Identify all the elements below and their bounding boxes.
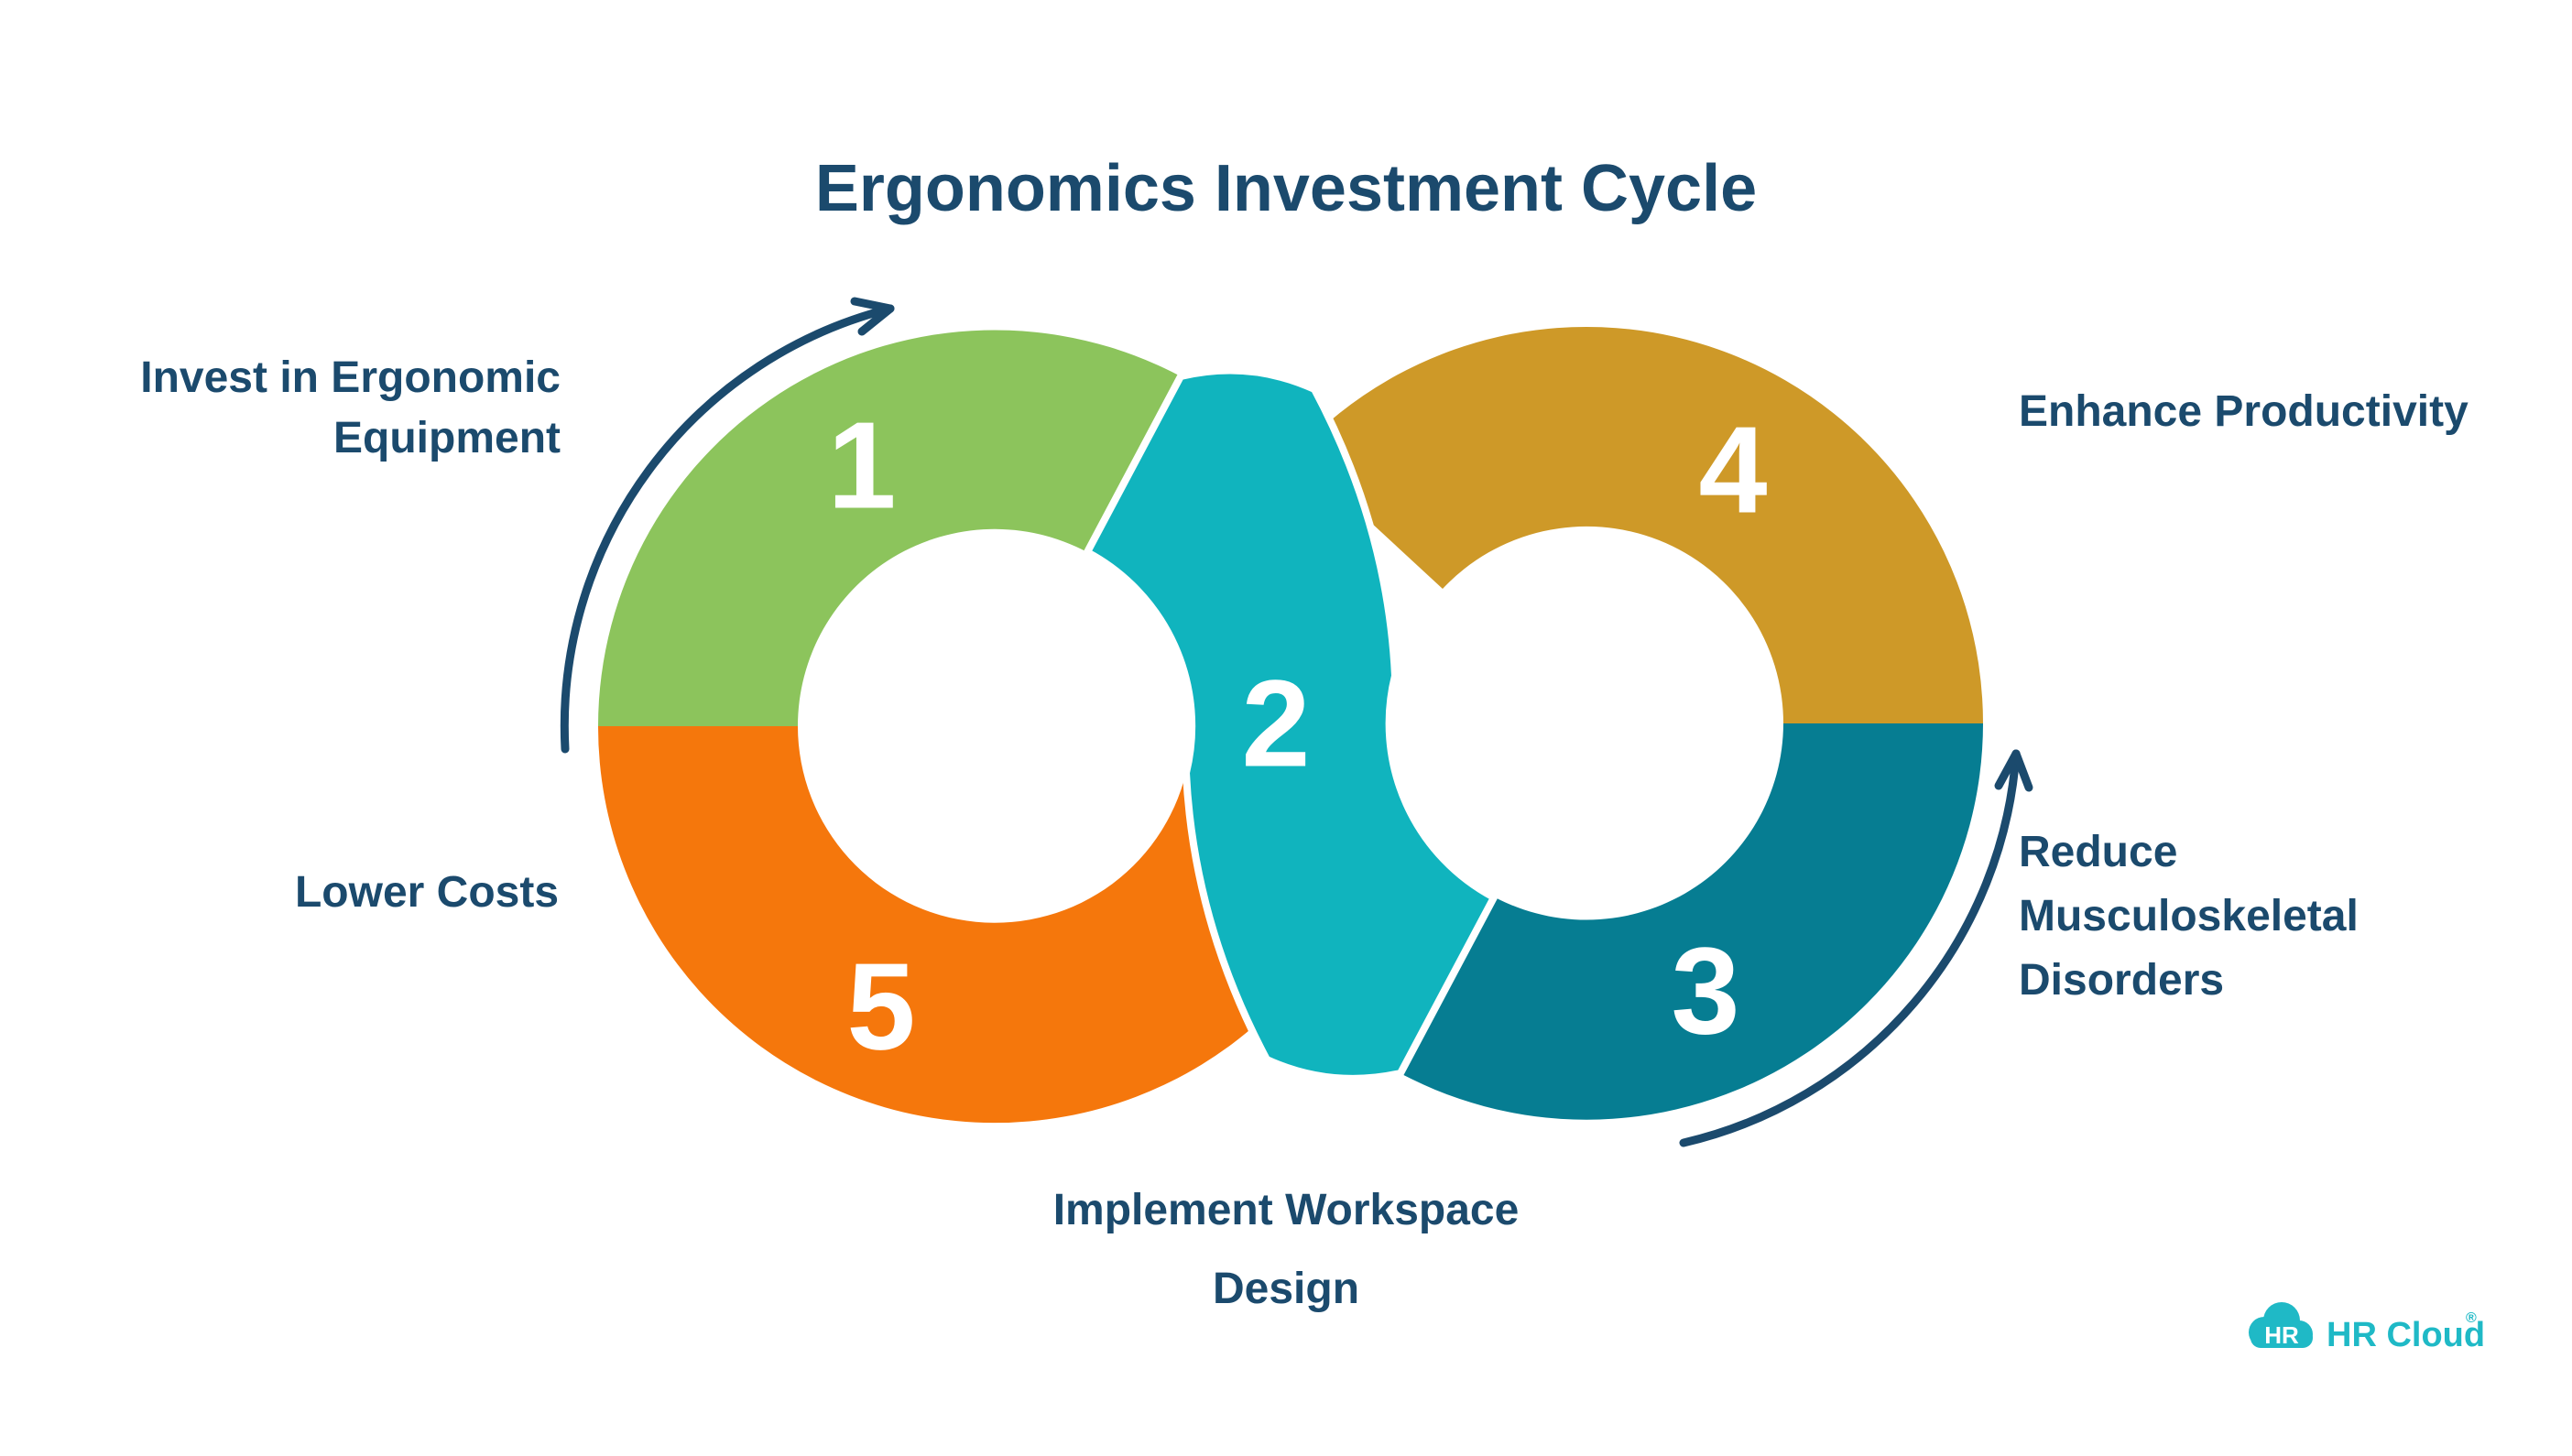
label-enhance: Enhance Productivity (2019, 387, 2468, 436)
flow-arrow-top-left (560, 297, 895, 754)
label-implement: Implement Workspace Design (1053, 1186, 1520, 1313)
cloud-icon (2249, 1302, 2313, 1348)
step-number-4: 4 (1698, 401, 1767, 539)
arrowhead-bottom-right-icon (1994, 749, 2033, 792)
label-invest: Invest in Ergonomic Equipment (140, 353, 561, 462)
segment-4-productivity (1296, 326, 1983, 723)
label-invest-line1: Invest in Ergonomic (140, 353, 561, 402)
label-implement-line1: Implement Workspace (1053, 1186, 1520, 1234)
label-lower-costs: Lower Costs (295, 868, 559, 917)
step-number-1: 1 (827, 397, 896, 535)
page-title: Ergonomics Investment Cycle (815, 152, 1757, 225)
label-implement-line2: Design (1213, 1265, 1359, 1313)
step-number-2: 2 (1241, 655, 1310, 793)
cloud-icon-text: HR (2264, 1321, 2299, 1349)
label-reduce: Reduce Musculoskeletal Disorders (2019, 828, 2359, 1005)
segment-1-invest (598, 330, 1181, 726)
step-number-5: 5 (846, 938, 915, 1076)
label-invest-line2: Equipment (333, 414, 561, 462)
arrowhead-top-left-icon (850, 297, 895, 336)
logo-registered-mark: ® (2466, 1310, 2477, 1326)
label-reduce-line2: Musculoskeletal (2019, 892, 2359, 940)
label-reduce-line1: Reduce (2019, 828, 2177, 876)
logo-brand-text: HR Cloud (2327, 1316, 2485, 1354)
flow-arrow-bottom-right (1679, 749, 2033, 1147)
hr-cloud-logo: HR HR Cloud ® (2249, 1302, 2485, 1354)
segment-3-disorders (1389, 723, 1983, 1120)
label-reduce-line3: Disorders (2019, 956, 2224, 1005)
step-number-3: 3 (1671, 922, 1739, 1060)
segment-2-workspace (1084, 366, 1498, 1082)
